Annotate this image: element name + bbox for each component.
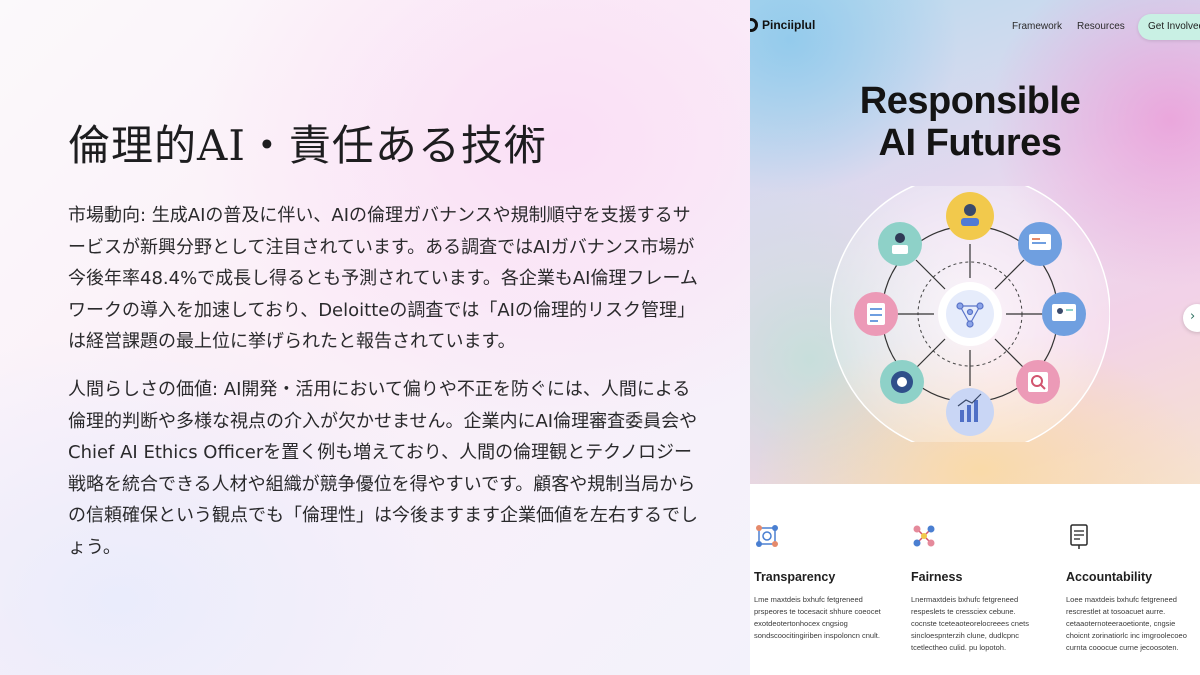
node-lower-right	[1016, 360, 1060, 404]
text-panel: 倫理的AI・責任ある技術 市場動向: 生成AIの普及に伴い、AIの倫理ガバナンス…	[0, 0, 750, 675]
feature-title: Fairness	[911, 570, 963, 584]
center-network-glyph	[956, 302, 984, 328]
search-icon	[1031, 375, 1043, 387]
node-bottom	[946, 388, 994, 436]
node-lower-left	[880, 360, 924, 404]
hero-title-line-2: AI Futures	[878, 122, 1062, 164]
node-right	[1042, 292, 1086, 336]
node-upper-left	[878, 222, 922, 266]
feature-transparency: Transparency Lme maxtdeis bxhufc fetgren…	[754, 522, 894, 642]
node-top	[946, 192, 994, 240]
market-trend-paragraph: 市場動向: 生成AIの普及に伴い、AIの倫理ガバナンスや規制順守を支援するサービ…	[68, 205, 698, 352]
balance-icon	[913, 525, 935, 547]
human-value-paragraph: 人間らしさの価値: AI開発・活用において偏りや不正を防ぐには、人間による倫理的…	[68, 379, 698, 558]
feature-body: Lme maxtdeis bxhufc fetgreneed prspeores…	[754, 595, 881, 640]
logo-circle-icon	[750, 18, 758, 32]
person-icon	[964, 204, 976, 216]
carousel-next-button[interactable]: ›	[1183, 304, 1200, 332]
hero-title: Responsible AI Futures	[840, 80, 1100, 164]
node-upper-right	[1018, 222, 1062, 266]
logo-text: Pinciiplul	[762, 18, 816, 32]
document-icon	[1070, 524, 1088, 549]
feature-title: Transparency	[754, 570, 836, 584]
site-logo[interactable]: Pinciiplul	[750, 18, 815, 32]
features-section: Transparency Lme maxtdeis bxhufc fetgren…	[750, 484, 1200, 675]
website-screenshot: Pinciiplul Framework Resources Get Invol…	[750, 0, 1200, 675]
slide-title: 倫理的AI・責任ある技術	[68, 121, 547, 170]
get-involved-button[interactable]: Get Involved	[1138, 14, 1200, 40]
feature-title: Accountability	[1066, 570, 1153, 584]
network-icon	[756, 525, 778, 547]
node-left	[854, 292, 898, 336]
presentation-icon	[895, 233, 905, 243]
nav-link-resources[interactable]: Resources	[1077, 21, 1125, 32]
feature-fairness: Fairness Lnermaxtdeis bxhufc fetgreneed …	[911, 522, 1051, 654]
hero-title-line-1: Responsible	[859, 80, 1081, 122]
chart-icon	[960, 410, 964, 422]
chevron-right-icon: ›	[1190, 309, 1196, 324]
hero-section: Pinciiplul Framework Resources Get Invol…	[750, 0, 1200, 484]
ethics-network-diagram	[830, 186, 1110, 442]
feature-body: Loee maxtdeis bxhufc fetgreneed rescrest…	[1066, 595, 1187, 652]
feature-body: Lnermaxtdeis bxhufc fetgreneed respeslet…	[911, 595, 1029, 652]
feature-accountability: Accountability Loee maxtdeis bxhufc fetg…	[1066, 522, 1200, 654]
nav-link-framework[interactable]: Framework	[1012, 21, 1063, 32]
user-icon	[1052, 304, 1076, 321]
connector-lines	[888, 244, 1052, 386]
